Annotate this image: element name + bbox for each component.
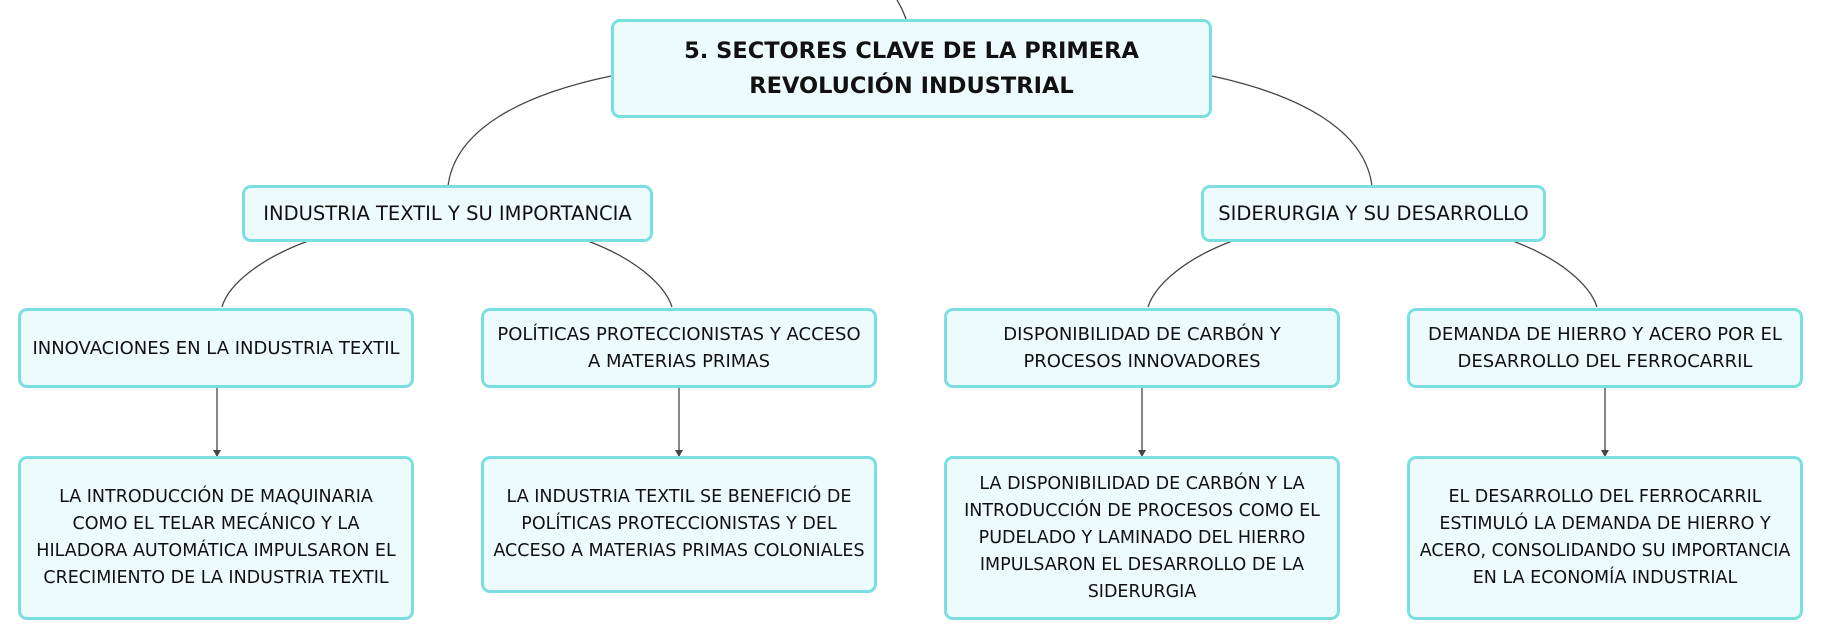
subtopic-label: DISPONIBILIDAD DE CARBÓN Y PROCESOS INNO… xyxy=(1003,324,1281,372)
connector-siderurgia-to-carbon xyxy=(1147,239,1236,308)
detail-text: EL DESARROLLO DEL FERROCARRIL ESTIMULÓ L… xyxy=(1419,487,1791,588)
connector-siderurgia-to-ferrocarril xyxy=(1509,239,1598,308)
connector-textil-to-politicas xyxy=(584,239,673,308)
detail-text: LA INDUSTRIA TEXTIL SE BENEFICIÓ DE POLÍ… xyxy=(493,487,865,561)
detail-disponibilidad-carbon[interactable]: LA DISPONIBILIDAD DE CARBÓN Y LA INTRODU… xyxy=(944,456,1340,620)
topic-siderurgia[interactable]: SIDERURGIA Y SU DESARROLLO xyxy=(1201,185,1546,242)
root-topic[interactable]: 5. SECTORES CLAVE DE LA PRIMERA REVOLUCI… xyxy=(611,19,1212,118)
detail-politicas-proteccionistas[interactable]: LA INDUSTRIA TEXTIL SE BENEFICIÓ DE POLÍ… xyxy=(481,456,877,593)
arrowhead xyxy=(1601,450,1609,457)
arrowhead xyxy=(675,450,683,457)
connector-parent-to-root xyxy=(896,0,907,20)
arrowhead xyxy=(213,450,221,457)
subtopic-politicas-proteccionistas[interactable]: POLÍTICAS PROTECCIONISTAS Y ACCESO A MAT… xyxy=(481,308,877,388)
topic-label: SIDERURGIA Y SU DESARROLLO xyxy=(1218,201,1529,225)
root-topic-title: 5. SECTORES CLAVE DE LA PRIMERA REVOLUCI… xyxy=(684,37,1139,99)
connector-root-to-siderurgia xyxy=(1211,75,1373,187)
subtopic-label: INNOVACIONES EN LA INDUSTRIA TEXTIL xyxy=(32,337,400,359)
detail-text: LA DISPONIBILIDAD DE CARBÓN Y LA INTRODU… xyxy=(964,473,1320,602)
subtopic-disponibilidad-carbon[interactable]: DISPONIBILIDAD DE CARBÓN Y PROCESOS INNO… xyxy=(944,308,1340,388)
topic-industria-textil[interactable]: INDUSTRIA TEXTIL Y SU IMPORTANCIA xyxy=(242,185,653,242)
subtopic-demanda-hierro[interactable]: DEMANDA DE HIERRO Y ACERO POR EL DESARRO… xyxy=(1407,308,1803,388)
connector-root-to-textil xyxy=(447,75,612,187)
subtopic-label: POLÍTICAS PROTECCIONISTAS Y ACCESO A MAT… xyxy=(497,324,861,372)
connector-textil-to-innovaciones xyxy=(221,239,312,308)
detail-innovaciones-textil[interactable]: LA INTRODUCCIÓN DE MAQUINARIA COMO EL TE… xyxy=(18,456,414,620)
detail-text: LA INTRODUCCIÓN DE MAQUINARIA COMO EL TE… xyxy=(36,487,396,588)
topic-label: INDUSTRIA TEXTIL Y SU IMPORTANCIA xyxy=(263,201,632,225)
subtopic-innovaciones-textil[interactable]: INNOVACIONES EN LA INDUSTRIA TEXTIL xyxy=(18,308,414,388)
arrowhead xyxy=(1138,450,1146,457)
detail-demanda-hierro[interactable]: EL DESARROLLO DEL FERROCARRIL ESTIMULÓ L… xyxy=(1407,456,1803,620)
subtopic-label: DEMANDA DE HIERRO Y ACERO POR EL DESARRO… xyxy=(1428,324,1782,372)
